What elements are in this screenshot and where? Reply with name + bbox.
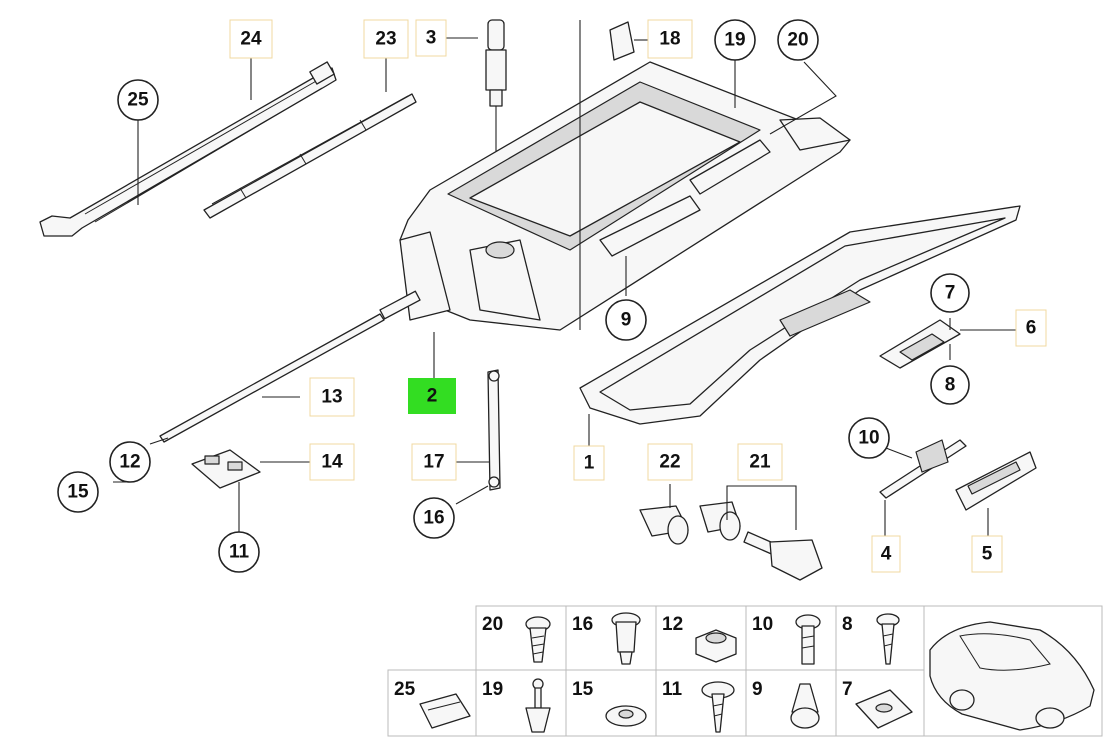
- speed-nut-icon: [855, 689, 913, 729]
- svg-text:4: 4: [881, 544, 892, 565]
- callout-8: 8: [930, 365, 970, 405]
- svg-text:3: 3: [426, 28, 437, 49]
- lid-part-1: [579, 205, 1021, 425]
- screw-icon: [525, 616, 551, 663]
- latch-plate-part-14: [191, 449, 261, 489]
- small-screw-icon: [876, 613, 900, 665]
- svg-text:12: 12: [119, 452, 140, 473]
- callout-6: 6: [1015, 309, 1047, 347]
- callout-3: 3: [415, 19, 447, 57]
- leader-lines: [113, 20, 1016, 536]
- callout-12: 12: [109, 441, 151, 483]
- svg-text:17: 17: [423, 452, 444, 473]
- grid-label-bottom-5: 9: [752, 679, 763, 700]
- svg-text:20: 20: [787, 30, 808, 51]
- svg-text:22: 22: [659, 452, 680, 473]
- callout-23: 23: [363, 19, 409, 59]
- hardware-grid: 20 16 12 10 8 25 19 15 11 9 7: [387, 605, 1103, 737]
- rod-part-13: [159, 290, 421, 443]
- grid-label-bottom-1: 25: [394, 679, 416, 700]
- grid-label-bottom-3: 15: [572, 679, 594, 700]
- grid-label-top-4: 10: [752, 614, 773, 635]
- callout-2-highlight: [408, 378, 456, 414]
- svg-text:11: 11: [229, 542, 250, 563]
- latch-part-4: [879, 439, 967, 499]
- callout-13: 13: [309, 377, 355, 417]
- svg-text:16: 16: [423, 508, 444, 529]
- bracket-part-6: [879, 319, 961, 369]
- callout-17: 17: [411, 443, 457, 481]
- cable-part-25: [39, 61, 337, 237]
- callout-24: 24: [229, 19, 273, 59]
- svg-text:9: 9: [621, 310, 632, 331]
- lock-cylinder-part-22: [639, 505, 689, 545]
- grid-label-bottom-4: 11: [662, 679, 683, 700]
- callout-20: 20: [777, 19, 819, 61]
- flange-screw-icon: [701, 681, 735, 733]
- svg-text:1: 1: [584, 453, 595, 474]
- callout-9: 9: [605, 299, 647, 341]
- nut-icon: [695, 629, 737, 663]
- lock-and-key-part-21: [699, 501, 823, 581]
- svg-text:8: 8: [945, 375, 956, 396]
- callout-2[interactable]: 2: [408, 378, 456, 414]
- callout-21: 21: [737, 443, 783, 481]
- callout-11: 11: [218, 531, 260, 573]
- svg-text:15: 15: [67, 482, 89, 503]
- svg-text:24: 24: [240, 29, 262, 50]
- callout-14: 14: [309, 443, 355, 481]
- callout-25: 25: [117, 79, 159, 121]
- clip-part-18: [609, 21, 635, 61]
- bolt-icon: [795, 614, 821, 665]
- svg-text:21: 21: [749, 452, 771, 473]
- svg-text:19: 19: [724, 30, 745, 51]
- callout-18: 18: [647, 19, 693, 59]
- grid-label-bottom-2: 19: [482, 679, 503, 700]
- svg-text:5: 5: [982, 544, 993, 565]
- svg-text:23: 23: [375, 29, 396, 50]
- svg-text:13: 13: [321, 387, 342, 408]
- svg-text:18: 18: [659, 29, 680, 50]
- callout-5: 5: [971, 535, 1003, 573]
- svg-text:14: 14: [321, 452, 343, 473]
- svg-text:6: 6: [1026, 318, 1037, 339]
- grid-label-top-2: 16: [572, 614, 593, 635]
- callout-22: 22: [647, 443, 693, 481]
- grid-label-top-3: 12: [662, 614, 683, 635]
- grid-label-bottom-6: 7: [842, 679, 853, 700]
- svg-text:10: 10: [858, 428, 879, 449]
- callout-15: 15: [57, 471, 99, 513]
- svg-text:25: 25: [127, 90, 149, 111]
- damper-part-3: [485, 19, 507, 260]
- expansion-rivet-icon: [525, 678, 551, 733]
- callout-10: 10: [848, 417, 890, 459]
- rubber-plug-icon: [790, 683, 820, 729]
- callout-16: 16: [413, 497, 455, 539]
- push-clip-icon: [611, 612, 641, 665]
- strap-part-17: [487, 369, 501, 491]
- foam-pad-icon: [419, 693, 471, 729]
- callout-4: 4: [871, 535, 901, 573]
- grid-label-top-1: 20: [482, 614, 503, 635]
- housing-part-2: [399, 61, 851, 331]
- handle-part-5: [955, 451, 1037, 511]
- callout-7: 7: [930, 273, 970, 313]
- callout-1: 1: [573, 445, 605, 481]
- rail-part-23: [203, 93, 417, 219]
- car-silhouette: [929, 621, 1095, 731]
- svg-text:7: 7: [945, 283, 956, 304]
- grid-label-top-5: 8: [842, 614, 853, 635]
- svg-text:2: 2: [427, 386, 438, 407]
- callout-19: 19: [714, 19, 756, 61]
- washer-icon: [605, 705, 647, 727]
